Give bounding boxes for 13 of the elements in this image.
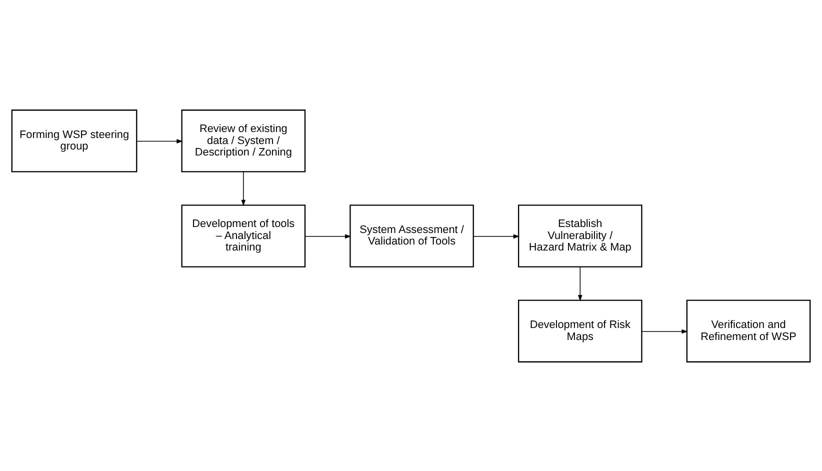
arrow [136, 138, 183, 143]
node-box: Review of existing data / System / Description / Zoning [181, 109, 306, 172]
node-box: Establish Vulnerability / Hazard Matrix & Map [518, 204, 642, 267]
node-box: Development of tools – Analytical training [181, 204, 306, 267]
arrow [304, 234, 352, 238]
arrow [473, 234, 520, 238]
node-box: Development of Risk Maps [518, 299, 642, 362]
arrow [241, 170, 246, 206]
node-box: System Assessment / Validation of Tools [350, 204, 474, 267]
node-box: Verification and Refinement of WSP [686, 299, 811, 362]
node-box: Forming WSP steering group [11, 109, 138, 172]
arrow [578, 266, 582, 301]
arrow [641, 328, 688, 334]
